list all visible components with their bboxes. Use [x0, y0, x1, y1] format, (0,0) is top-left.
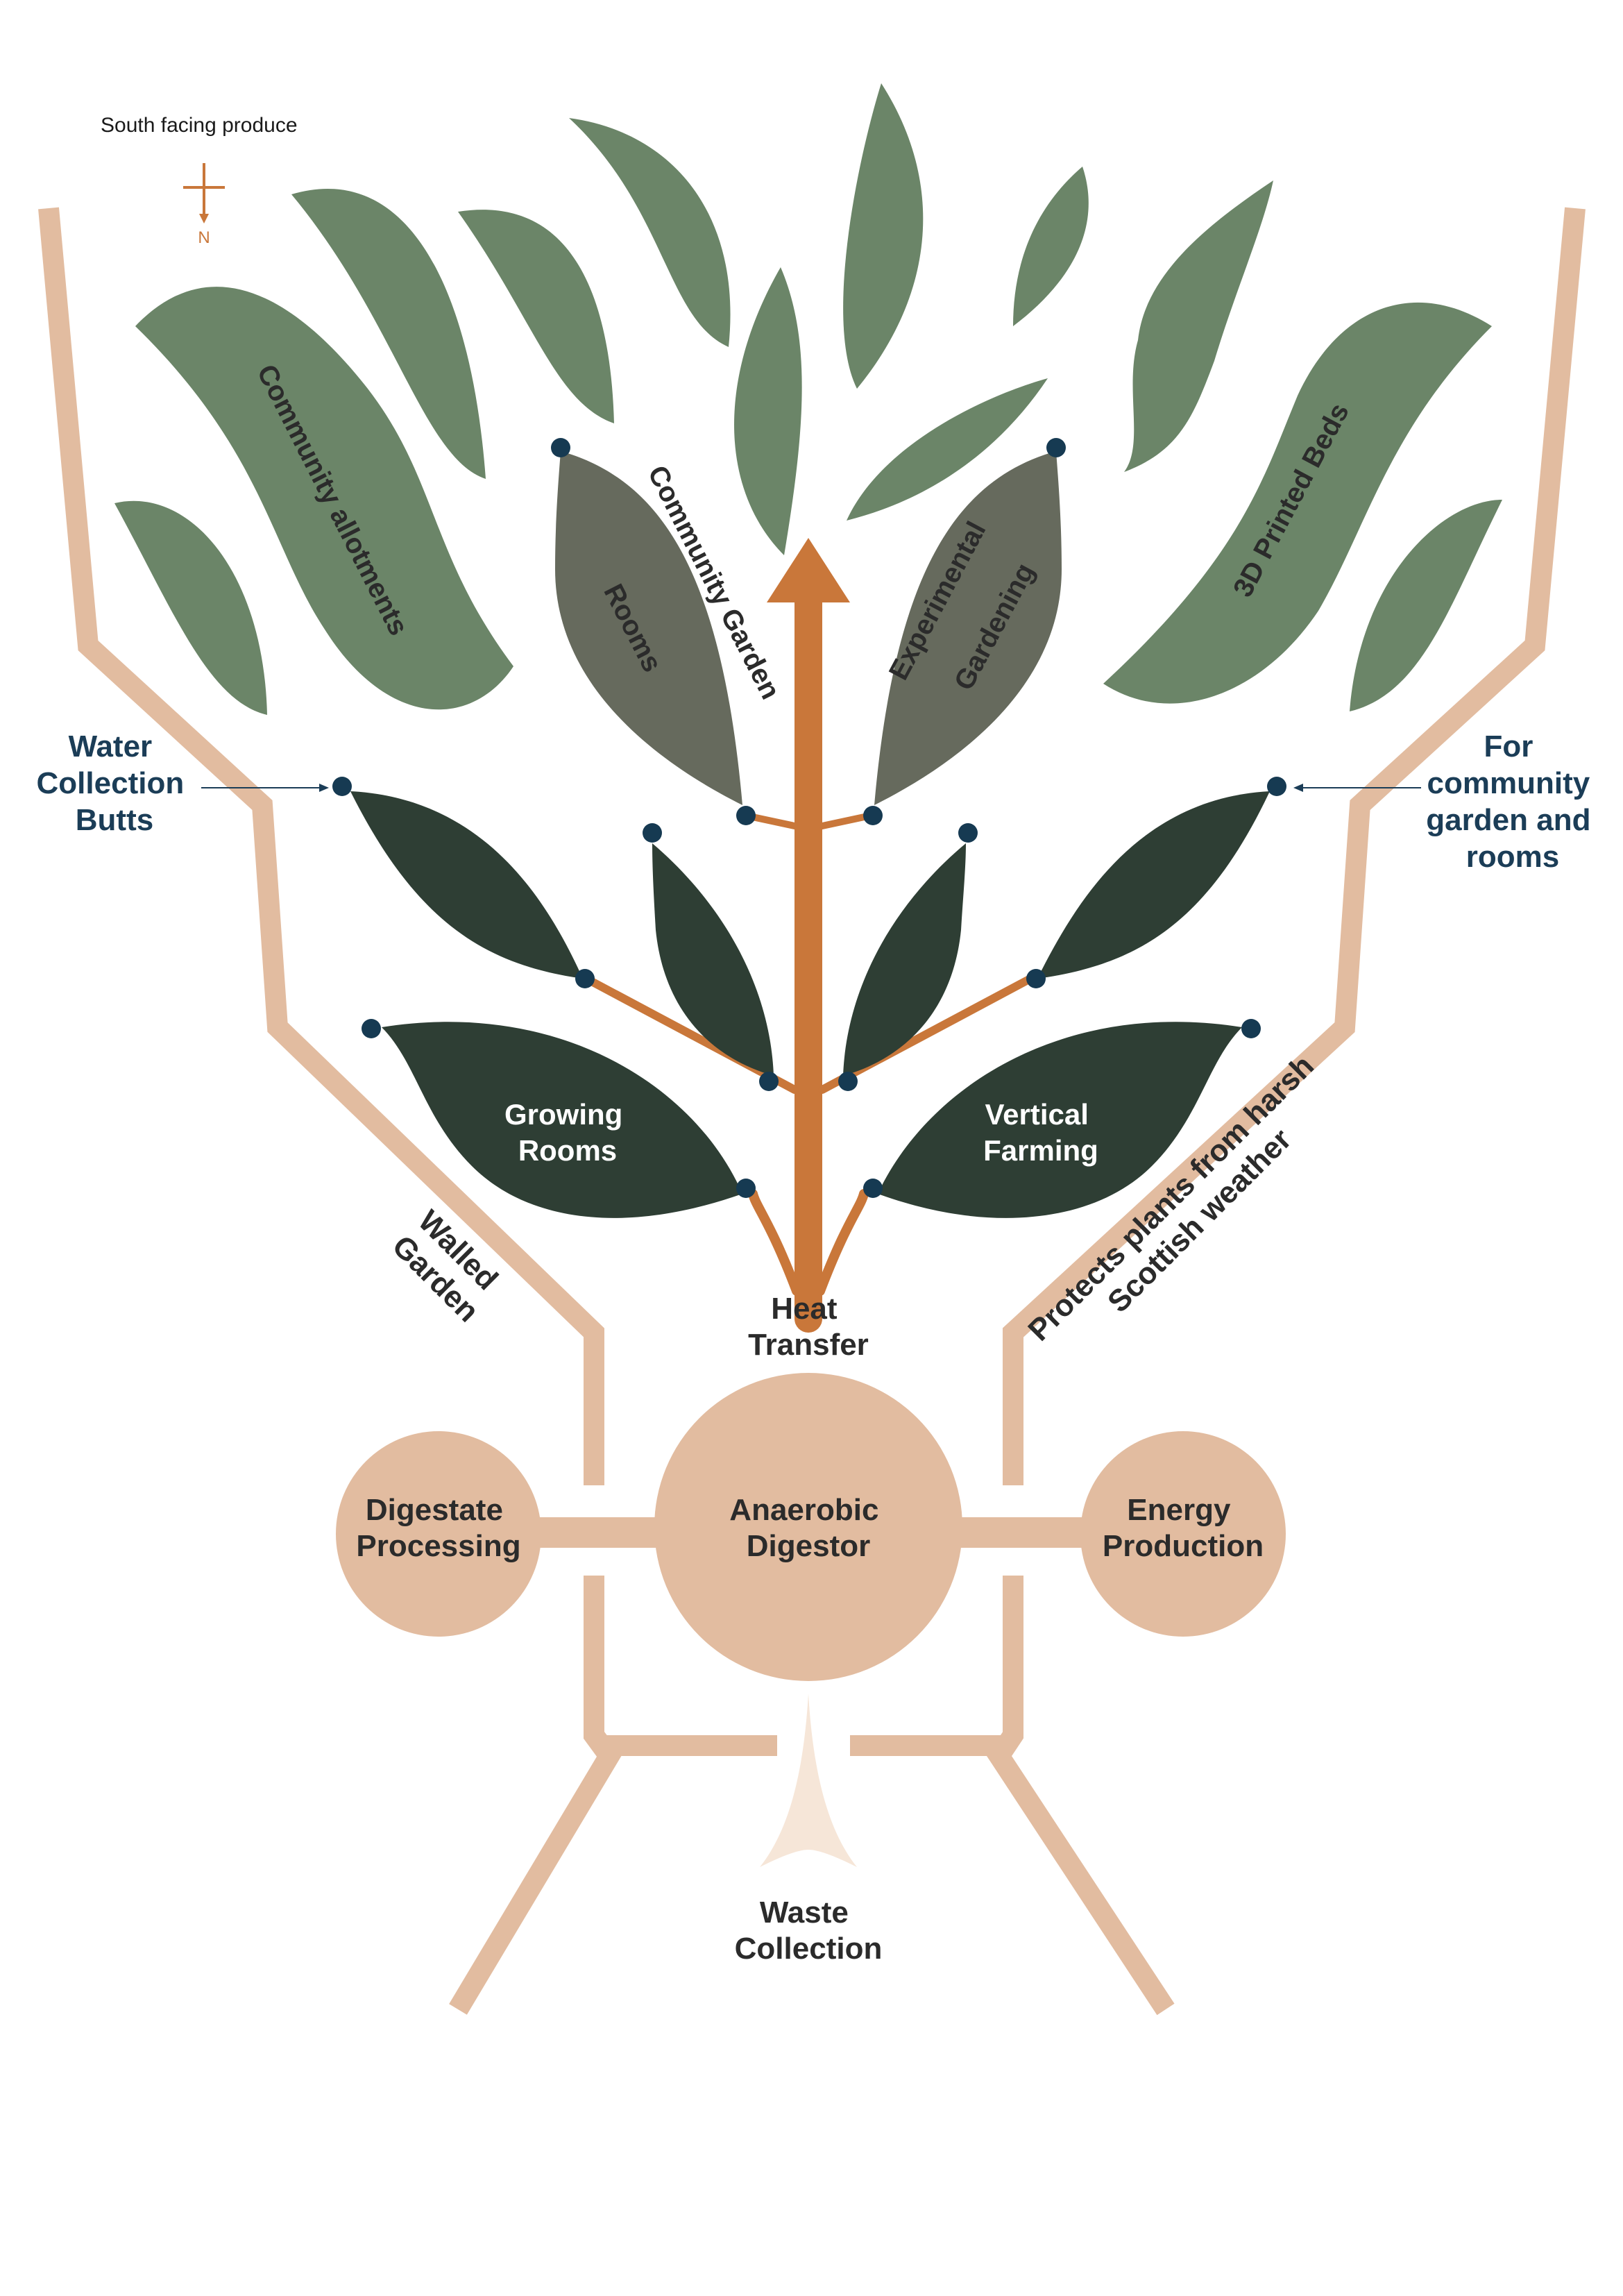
label-digestate-processing-2: Processing [356, 1529, 520, 1563]
branch-upper-right [819, 812, 874, 829]
label-water-collection-3: Butts [76, 803, 153, 837]
wall-left-lower [449, 1576, 622, 2015]
label-community-garden-note-1: For [1484, 729, 1533, 763]
label-energy-production-2: Production [1103, 1529, 1264, 1563]
label-anaerobic-digestor-2: Digestor [747, 1529, 870, 1563]
label-community-garden-note-2: community [1427, 766, 1590, 800]
dot-growing-bottom [736, 1179, 756, 1198]
leaf-water-collection-left [350, 791, 583, 979]
label-heat-transfer-2: Transfer [748, 1328, 869, 1362]
node-energy-production [1080, 1431, 1286, 1637]
dot-vertical-bottom [863, 1179, 883, 1198]
leaf-growing-rooms [382, 1022, 742, 1218]
label-vertical-farming-1: Vertical [985, 1098, 1088, 1131]
leaf-vertical-farming [878, 1022, 1242, 1218]
canopy-leaves [114, 83, 1502, 715]
dot-left-leaf-top [332, 777, 352, 796]
dot-growing-top [362, 1019, 381, 1038]
branch-lower-left [748, 1189, 801, 1296]
dark-leaves [350, 791, 1270, 1218]
label-energy-production: Energy Production [1103, 1493, 1264, 1563]
compass-direction: N [198, 228, 210, 247]
label-vertical-farming-2: Farming [983, 1134, 1098, 1167]
label-digestate-processing-1: Digestate [366, 1493, 503, 1527]
leaf-experimental-gardening [874, 451, 1062, 805]
label-waste-collection-1: Waste [760, 1896, 849, 1930]
leaf-left-top-1 [291, 188, 486, 479]
dot-mid-left-bottom [759, 1072, 779, 1091]
dot-grey-right-top [1046, 438, 1066, 457]
label-anaerobic-digestor: Anaerobic Digestor [729, 1493, 887, 1563]
compass: South facing produce N [101, 114, 298, 247]
leaf-mid-right [843, 843, 966, 1076]
dot-mid-left-top [643, 823, 662, 843]
leaf-top-right-2 [847, 378, 1048, 521]
label-water-collection-2: Collection [37, 766, 185, 800]
label-growing-rooms-2: Rooms [518, 1134, 617, 1167]
dot-right-leaf-top [1267, 777, 1286, 796]
leaf-mid-left [652, 843, 774, 1076]
waste-collection-arrow [760, 1694, 857, 1867]
label-growing-rooms: Growing Rooms [504, 1098, 631, 1167]
wall-right-lower [987, 1576, 1175, 2016]
dot-grey-left-top [551, 438, 570, 457]
wall-right-outer [1003, 207, 1586, 1485]
label-heat-transfer: Heat Transfer [748, 1292, 869, 1362]
label-energy-production-1: Energy [1127, 1493, 1231, 1527]
leaf-community-allotments [135, 287, 513, 710]
connection-dots [332, 438, 1286, 1198]
arrow-community-garden-head [1293, 784, 1303, 792]
dot-right-leaf-bottom [1026, 969, 1046, 988]
label-digestate-processing: Digestate Processing [356, 1493, 520, 1563]
leaf-left-small-1 [114, 500, 267, 715]
label-waste-collection: Waste Collection [735, 1896, 883, 1966]
compass-caption: South facing produce [101, 114, 298, 137]
leaf-top-1 [569, 118, 731, 347]
label-waste-collection-2: Collection [735, 1932, 883, 1966]
wall-left-outer [38, 207, 604, 1485]
grey-leaves [555, 451, 1062, 805]
leaf-community-garden-rooms [555, 451, 742, 805]
dot-mid-right-top [958, 823, 978, 843]
label-community-garden-note-3: garden and [1426, 803, 1590, 837]
node-digestate-processing [336, 1431, 541, 1637]
leaf-printed-beds [1103, 302, 1492, 704]
leaf-right-small [1350, 500, 1502, 711]
label-community-garden-note-4: rooms [1466, 840, 1559, 874]
arrow-water-collection-head [319, 784, 329, 792]
label-heat-transfer-1: Heat [771, 1292, 838, 1326]
label-community-garden-note: For community garden and rooms [1426, 729, 1599, 874]
leaf-top-2 [734, 267, 802, 555]
leaf-top-center [843, 83, 924, 389]
leaf-top-right-1 [1013, 167, 1089, 326]
label-water-collection-1: Water [69, 729, 153, 763]
node-anaerobic-digestor [654, 1373, 962, 1681]
label-vertical-farming: Vertical Farming [983, 1098, 1098, 1167]
annotation-arrows [201, 784, 1421, 792]
dot-vertical-top [1241, 1019, 1261, 1038]
dot-grey-right-bottom [863, 806, 883, 825]
walled-garden-outline [38, 207, 1586, 2016]
stem-arrowhead [767, 538, 850, 602]
branch-lower-right [815, 1189, 869, 1296]
leaf-left-top-2 [458, 210, 614, 423]
dot-left-leaf-bottom [575, 969, 595, 988]
label-growing-rooms-1: Growing [504, 1098, 622, 1131]
leaf-right-top [1124, 180, 1273, 472]
compass-arrow-icon [199, 214, 209, 223]
leaf-water-collection-right [1037, 791, 1270, 979]
label-water-collection: Water Collection Butts [37, 729, 193, 837]
dot-mid-right-bottom [838, 1072, 858, 1091]
label-anaerobic-digestor-1: Anaerobic [729, 1493, 878, 1527]
process-nodes [336, 1373, 1286, 1681]
dot-grey-left-bottom [736, 806, 756, 825]
